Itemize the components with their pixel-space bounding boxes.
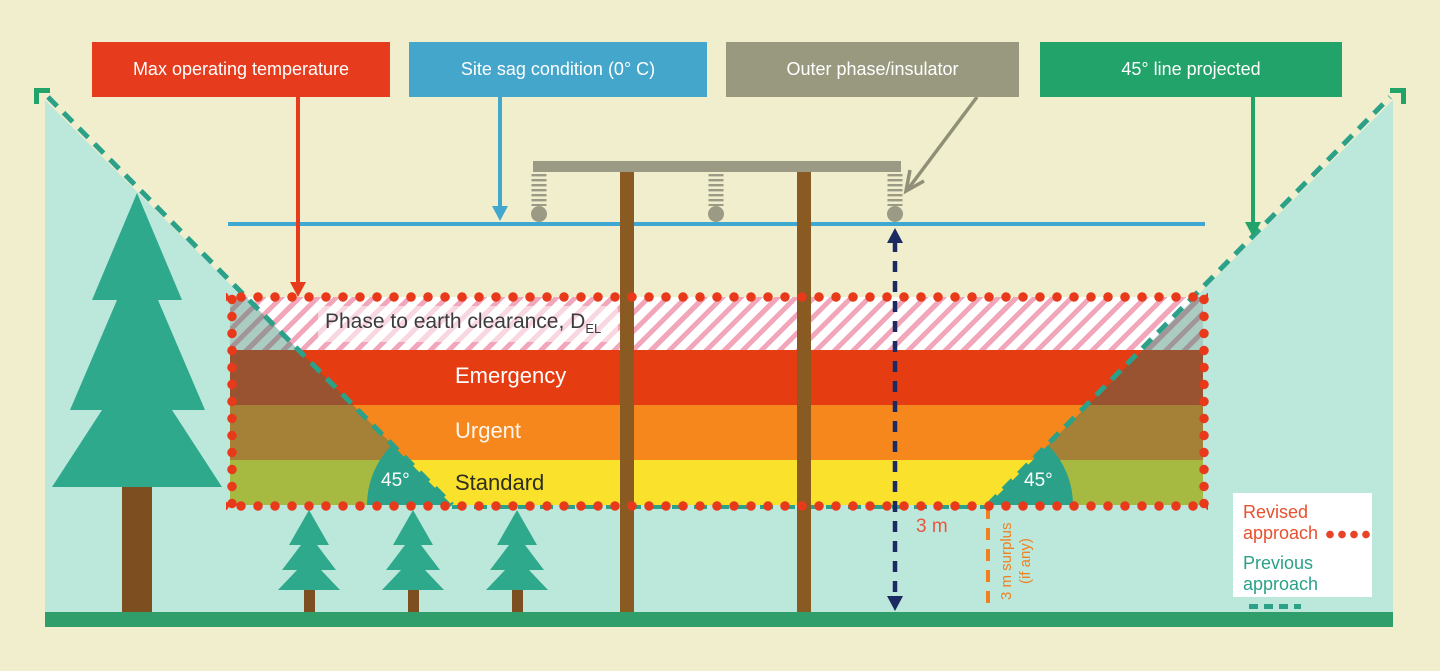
legend-dotted-swatch xyxy=(1324,529,1371,539)
revised-border-top xyxy=(226,292,1208,302)
legend-revised-line2: approach xyxy=(1243,523,1319,543)
callout-box-max-operating-temperature: Max operating temperature xyxy=(92,42,390,97)
large-tree xyxy=(52,193,222,612)
callout-arrow-sag xyxy=(492,97,508,221)
clearance-zone: Phase to earth clearance, DEL Emergency … xyxy=(230,297,1203,505)
tree-trunk xyxy=(122,482,152,612)
small-tree xyxy=(278,510,340,612)
callout-arrow-max-temp xyxy=(290,97,306,297)
surplus-label-line2: (if any) xyxy=(1017,538,1034,584)
legend-entry-revised: Revised approach xyxy=(1243,502,1372,544)
angle-label-right: 45° xyxy=(1024,470,1053,491)
band-emergency xyxy=(230,350,1203,405)
insulator-bell xyxy=(531,206,547,222)
surplus-label-line1: 3 m surplus xyxy=(998,522,1015,600)
callout-box-site-sag-condition: Site sag condition (0° C) xyxy=(409,42,707,97)
legend-revised-line1: Revised xyxy=(1243,502,1309,522)
crossarm xyxy=(533,161,901,172)
previous-line-arrowhead-right xyxy=(1390,88,1406,104)
tree-canopy xyxy=(278,510,340,590)
clearance-label: Phase to earth clearance, DEL xyxy=(325,310,601,336)
callout-arrow-outer-phase xyxy=(903,95,979,195)
revised-border-left xyxy=(227,292,237,511)
previous-line-arrowhead-left xyxy=(34,88,50,104)
revised-border-bottom xyxy=(226,501,1208,511)
legend-previous-line2: approach xyxy=(1243,574,1319,594)
legend-dashed-swatch xyxy=(1249,603,1301,609)
callout-arrow-45-line xyxy=(1245,96,1261,237)
callout-box-45-line-projected: 45° line projected xyxy=(1040,42,1342,97)
callout-label: Site sag condition (0° C) xyxy=(460,59,656,79)
legend: Revised approach Previous approach xyxy=(1233,493,1372,609)
legend-previous-line1: Previous xyxy=(1243,553,1314,573)
surplus-label: 3 m surplus (if any) xyxy=(997,510,1035,612)
revised-border-right xyxy=(1199,292,1209,511)
tree-trunk xyxy=(304,585,315,612)
callout-label: Max operating temperature xyxy=(132,59,350,79)
legend-entry-previous: Previous approach xyxy=(1243,553,1372,616)
band-label-urgent: Urgent xyxy=(455,418,522,443)
distance-label-3m: 3 m xyxy=(916,516,948,537)
ground-strip xyxy=(45,612,1393,627)
tree-canopy xyxy=(52,193,222,487)
clearance-label-subscript: EL xyxy=(585,321,602,337)
band-label-standard: Standard xyxy=(455,470,545,495)
angle-label-left: 45° xyxy=(381,470,410,491)
tree-canopy xyxy=(486,510,548,590)
small-tree xyxy=(486,510,548,612)
small-tree xyxy=(382,510,444,612)
tree-trunk xyxy=(512,585,523,612)
callout-box-outer-phase-insulator: Outer phase/insulator xyxy=(726,42,1019,97)
band-label-emergency: Emergency xyxy=(455,363,567,388)
callout-label: 45° line projected xyxy=(1121,59,1261,79)
insulator-bell xyxy=(708,206,724,222)
tree-canopy xyxy=(382,510,444,590)
clearance-label-text: Phase to earth clearance, D xyxy=(325,310,586,333)
tree-trunk xyxy=(408,585,419,612)
callout-label: Outer phase/insulator xyxy=(786,59,959,79)
insulator-bell xyxy=(887,206,903,222)
